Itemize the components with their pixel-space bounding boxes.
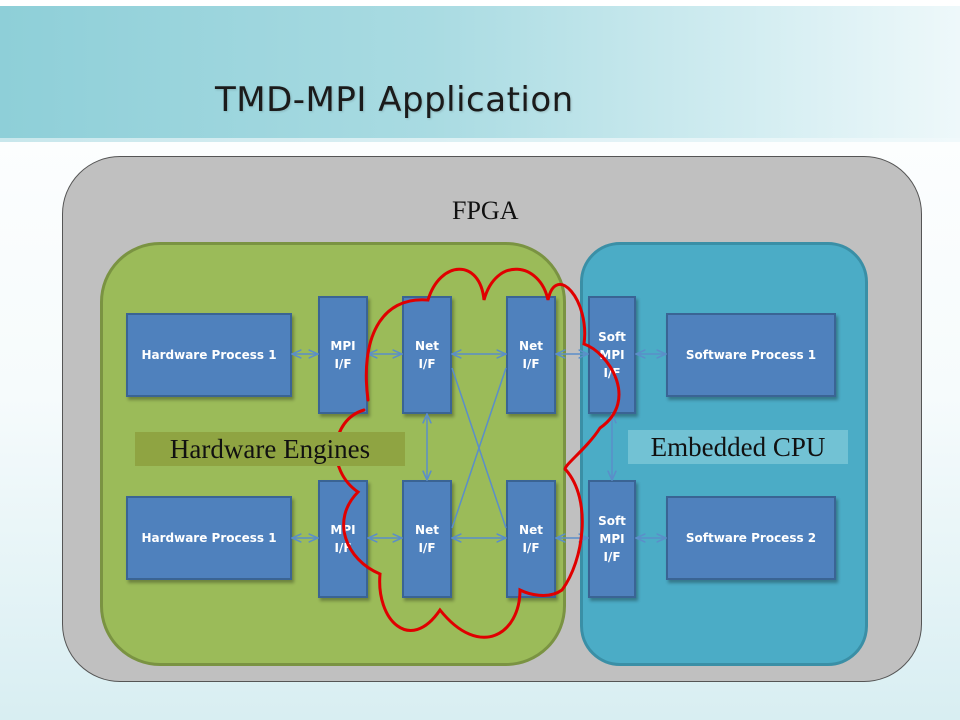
link-net-cross-2 bbox=[451, 367, 507, 529]
highlight-cloud bbox=[334, 267, 621, 639]
embedded-cpu-label: Embedded CPU bbox=[628, 430, 848, 464]
hardware-engines-label: Hardware Engines bbox=[135, 432, 405, 466]
slide-title: TMD-MPI Application bbox=[215, 80, 574, 120]
fpga-label: FPGA bbox=[452, 196, 519, 225]
hardware-process-1-top: Hardware Process 1 bbox=[126, 313, 292, 397]
software-process-2: Software Process 2 bbox=[666, 496, 836, 580]
hardware-process-1-bottom: Hardware Process 1 bbox=[126, 496, 292, 580]
title-band bbox=[0, 6, 960, 142]
